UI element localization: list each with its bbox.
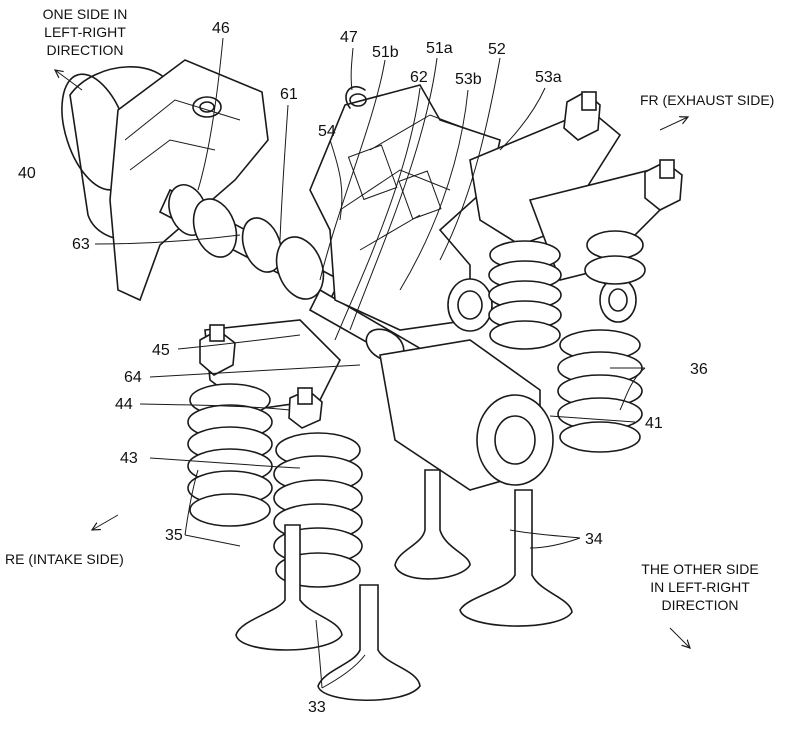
arrow-one-side [55, 70, 83, 91]
ref-45: 45 [152, 342, 170, 359]
ref-51b: 51b [372, 44, 399, 61]
arrow-rear [92, 514, 119, 530]
ref-41: 41 [645, 415, 663, 432]
leader-lines [94, 37, 646, 689]
arrow-other-side [669, 627, 690, 648]
rocker-support [309, 84, 501, 332]
ref-34: 34 [585, 531, 603, 548]
one-side-label-line2: LEFT-RIGHT [44, 24, 126, 40]
ref-47: 47 [340, 29, 358, 46]
ref-46: 46 [212, 20, 230, 37]
ref-64: 64 [124, 369, 142, 386]
ref-53b: 53b [455, 71, 482, 88]
camshaft [158, 184, 473, 420]
one-side-label-line1: ONE SIDE IN [43, 6, 128, 22]
ref-53a: 53a [535, 69, 562, 86]
ref-43: 43 [120, 450, 138, 467]
ref-40: 40 [18, 165, 36, 182]
exhaust-springs [488, 230, 646, 453]
ref-61: 61 [280, 86, 298, 103]
front-label: FR (EXHAUST SIDE) [640, 92, 774, 108]
ref-51a: 51a [426, 40, 453, 57]
arrow-front [659, 117, 688, 131]
other-side-label-line1: THE OTHER SIDE [641, 561, 758, 577]
ref-44: 44 [115, 396, 133, 413]
direction-arrows [55, 70, 690, 648]
exhaust-valves [394, 469, 573, 627]
ref-63: 63 [72, 236, 90, 253]
ref-35: 35 [165, 527, 183, 544]
other-side-label-line2: IN LEFT-RIGHT [650, 579, 750, 595]
ref-36: 36 [690, 361, 708, 378]
ref-33: 33 [308, 699, 326, 716]
lifter [379, 339, 554, 491]
other-side-label-line3: DIRECTION [662, 597, 739, 613]
intake-valves [235, 524, 421, 702]
rear-label: RE (INTAKE SIDE) [5, 551, 124, 567]
ref-52: 52 [488, 41, 506, 58]
intake-springs [187, 383, 363, 588]
camshaft-cover [61, 59, 269, 302]
one-side-label-line3: DIRECTION [47, 42, 124, 58]
ref-54: 54 [318, 123, 336, 140]
ref-62: 62 [410, 69, 428, 86]
